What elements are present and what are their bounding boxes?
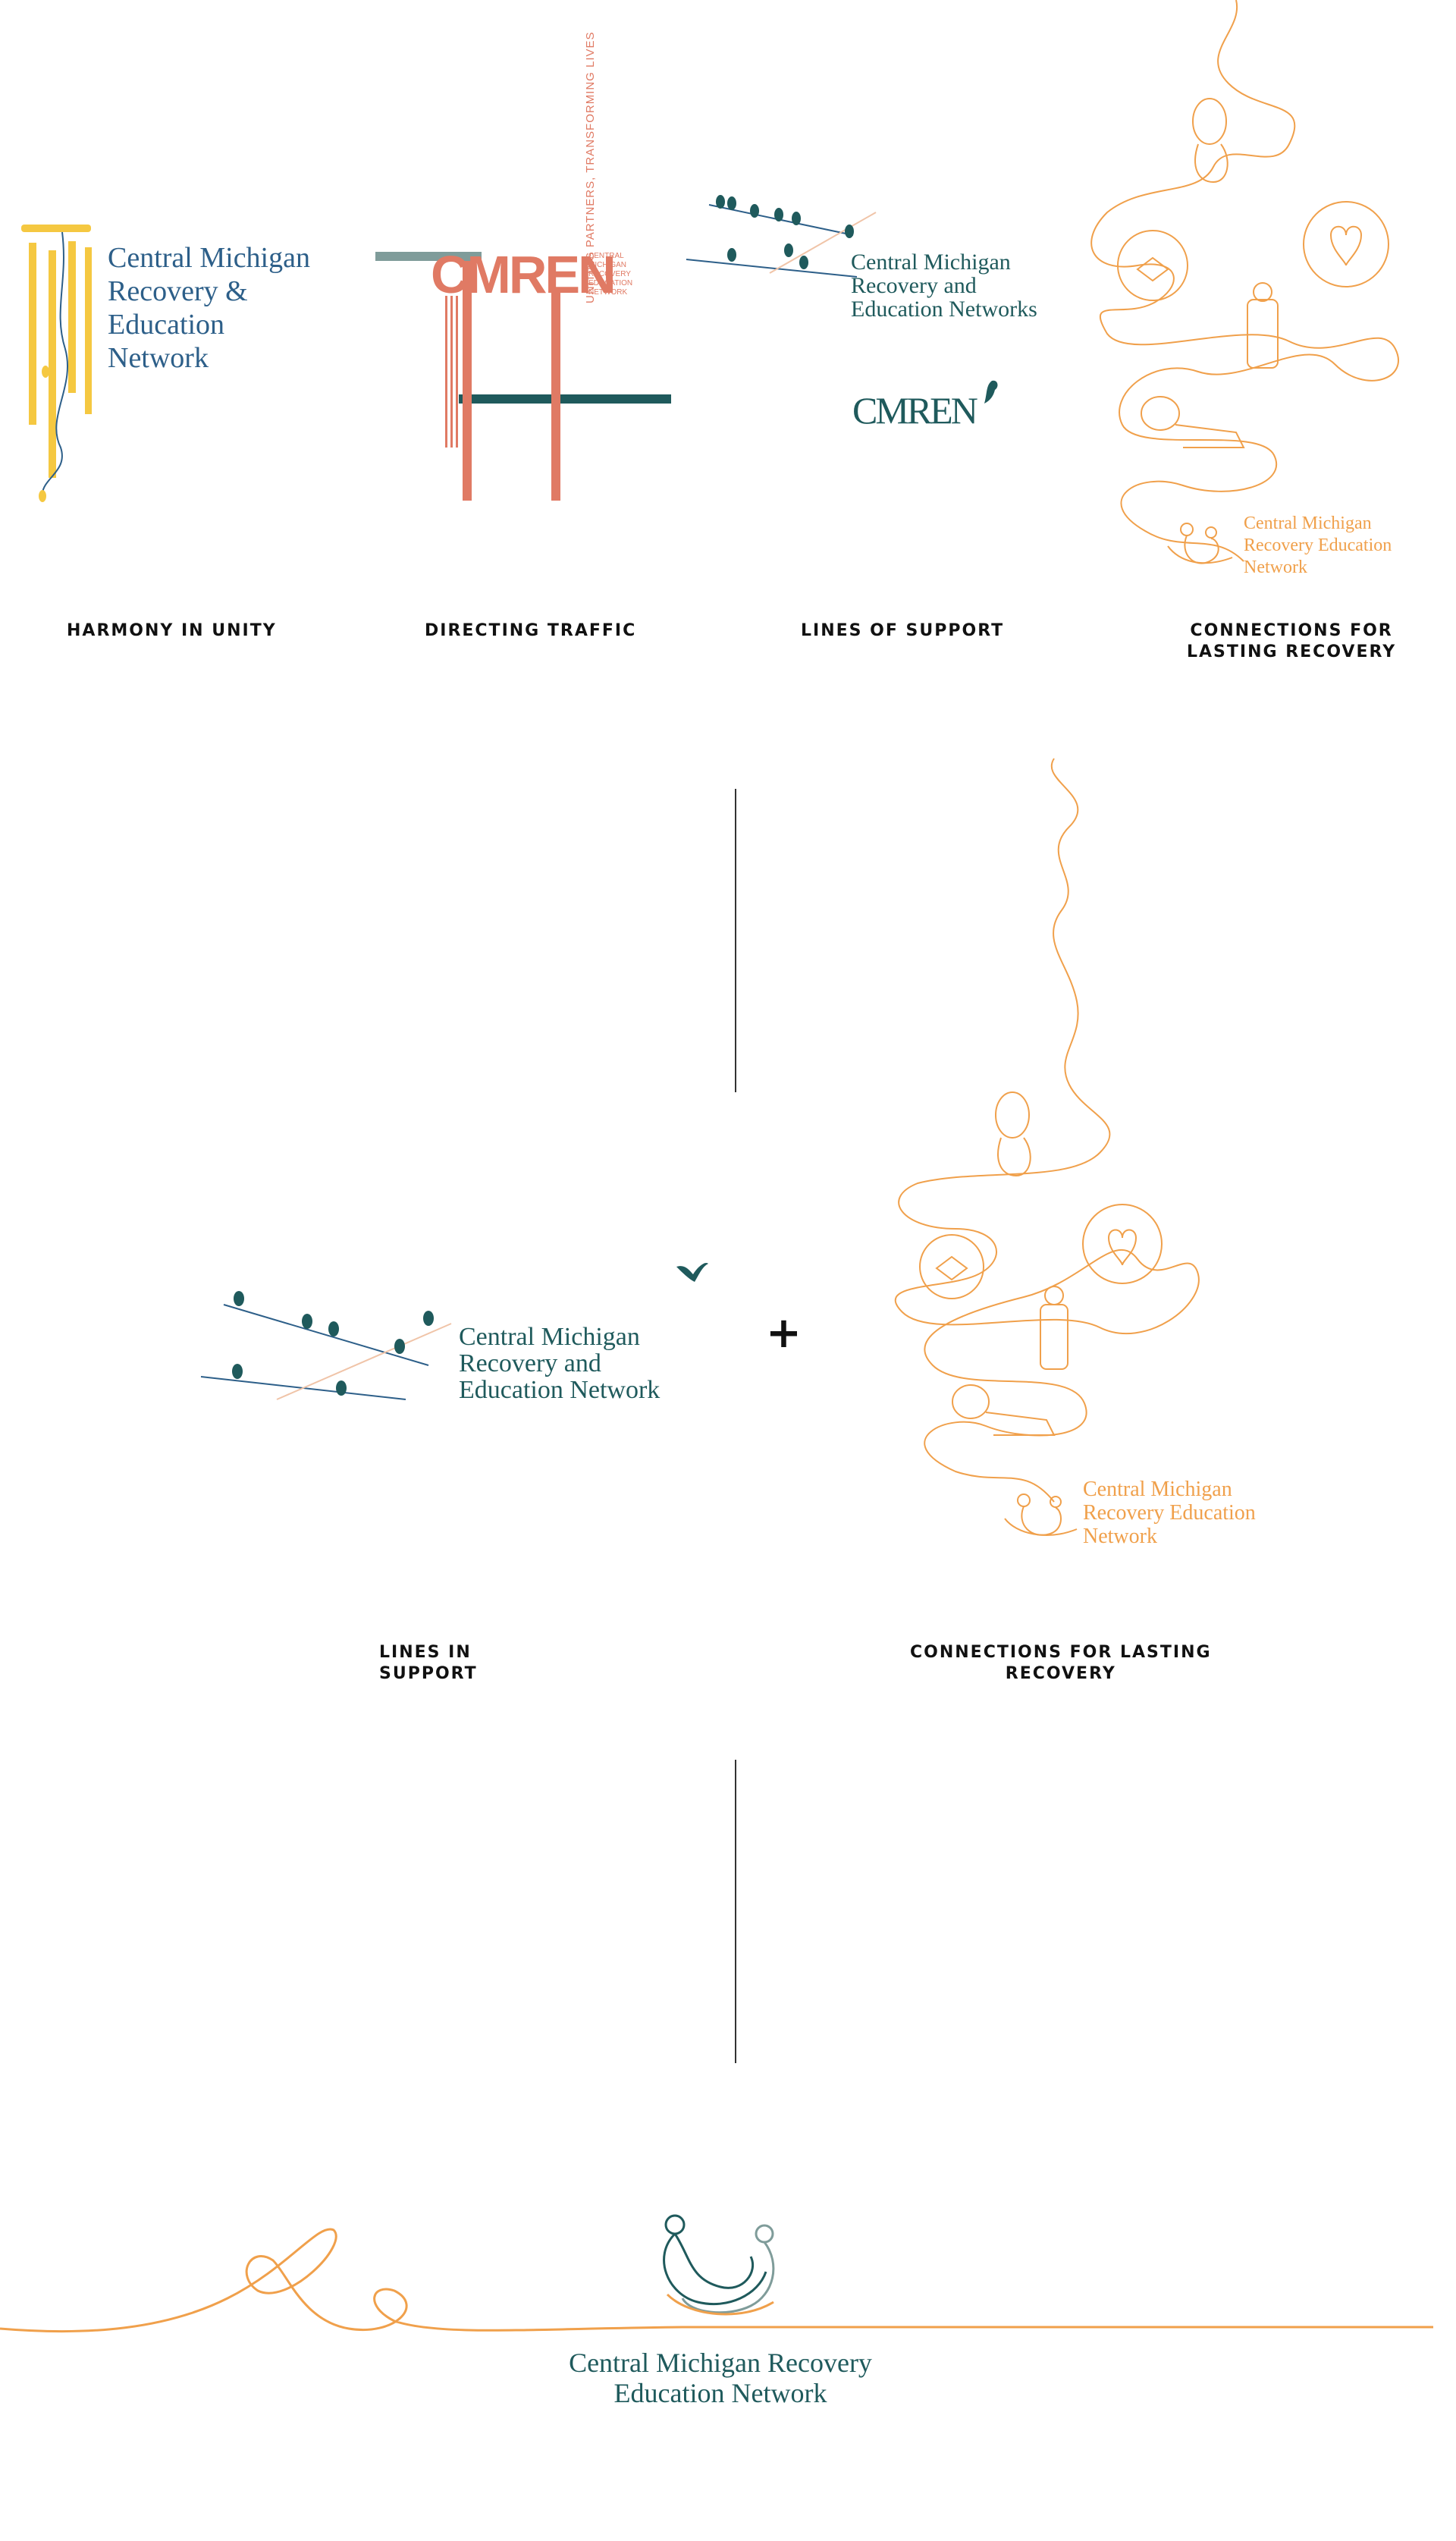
two-figures-embrace-icon	[663, 2214, 775, 2316]
bird-icon	[984, 380, 998, 404]
caption-harmony: HARMONY IN UNITY	[67, 621, 277, 640]
plus-sign: +	[766, 1308, 802, 1358]
side-line: EDUCATION	[588, 279, 633, 287]
logo-line: Central Michigan	[1083, 1478, 1232, 1501]
figures-mark-icon	[1167, 523, 1233, 564]
traffic-wordmark: CMREN	[431, 245, 617, 304]
crossroads-lines-icon	[375, 252, 671, 501]
line-art-recovery-icon	[1090, 0, 1399, 562]
side-line: RECOVERY	[588, 270, 631, 278]
logo-line: Recovery and	[851, 273, 977, 298]
harmony-logo-text: Central Michigan Recovery & Education Ne…	[108, 241, 310, 375]
logo-line: Recovery and	[459, 1349, 601, 1377]
logo-line: Network	[108, 342, 209, 374]
side-line: NETWORK	[588, 288, 628, 297]
refined-left-logo-text: Central Michigan Recovery and Education …	[459, 1324, 660, 1403]
section-divider	[735, 1760, 736, 2063]
birds-on-wires-icon	[686, 195, 877, 278]
support-logo-text: Central Michigan Recovery and Education …	[851, 250, 1037, 321]
orange-connecting-line	[0, 2228, 1433, 2333]
connections-logo-text: Central Michigan Recovery Education Netw…	[1244, 513, 1392, 579]
caption-traffic: DIRECTING TRAFFIC	[425, 621, 637, 640]
logo-line: Recovery &	[108, 275, 248, 307]
logo-line: Central Michigan	[1244, 514, 1372, 533]
caption-connections-refined: CONNECTIONS FOR LASTING RECOVERY	[910, 1643, 1212, 1683]
caption-lines-in-support: LINES IN SUPPORT	[379, 1643, 478, 1683]
logo-line: Central Michigan Recovery	[569, 2348, 872, 2378]
wind-chime-icon	[21, 225, 92, 502]
logo-line: Recovery Education	[1083, 1501, 1256, 1525]
support-monogram: CMREN	[852, 389, 978, 432]
birds-on-wires-icon	[200, 1291, 452, 1400]
line-art-recovery-icon	[894, 758, 1200, 1503]
side-line: MICHIGAN	[588, 261, 626, 269]
logo-line: Network	[1083, 1525, 1157, 1548]
logo-line: Central Michigan	[851, 250, 1011, 275]
logo-line: Central Michigan	[459, 1323, 640, 1351]
section-divider	[735, 789, 736, 1092]
logo-line: Central Michigan	[108, 242, 310, 274]
logo-line: Education Network	[613, 2378, 827, 2408]
final-logo-text: Central Michigan Recovery Education Netw…	[531, 2348, 910, 2408]
flying-bird-icon	[676, 1262, 708, 1282]
logo-line: Network	[1244, 558, 1307, 577]
logo-line: Education Networks	[851, 297, 1037, 322]
logo-line: Education	[108, 309, 225, 341]
figures-mark-icon	[1004, 1494, 1078, 1536]
logo-line: Education Network	[459, 1376, 661, 1404]
side-line: CENTRAL	[588, 252, 624, 260]
caption-connections: CONNECTIONS FOR LASTING RECOVERY	[1187, 621, 1397, 661]
refined-right-logo-text: Central Michigan Recovery Education Netw…	[1083, 1478, 1256, 1548]
traffic-side-lines: CENTRAL MICHIGAN RECOVERY EDUCATION NETW…	[588, 252, 632, 297]
caption-support: LINES OF SUPPORT	[801, 621, 1005, 640]
logo-line: Recovery Education	[1244, 536, 1392, 555]
